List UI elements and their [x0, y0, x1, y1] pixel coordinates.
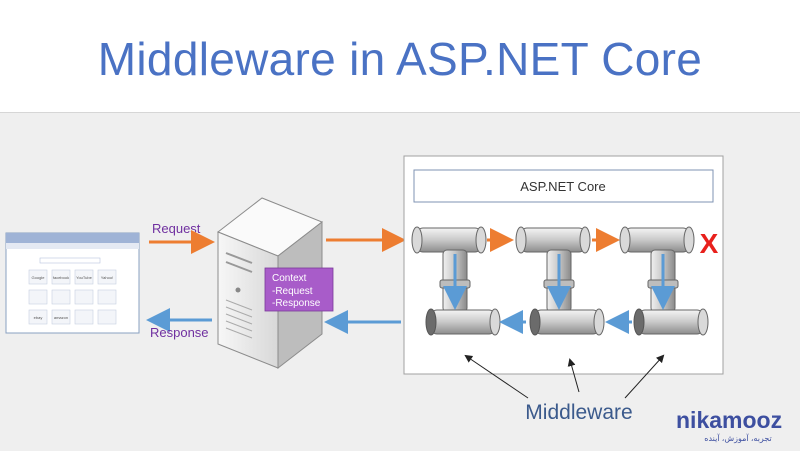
browser-tile	[74, 269, 94, 285]
browser-tiles: Google facebook YouTube Yahoo! ebay amazon	[28, 269, 117, 325]
brand-tagline: تجربه، آموزش، آینده	[704, 433, 771, 443]
request-label: Request	[152, 221, 201, 236]
middleware-pipe-2	[515, 226, 605, 336]
browser-tile	[28, 269, 48, 285]
browser-tile-label: facebook	[53, 275, 69, 280]
browser-tile	[97, 269, 117, 285]
slide-title: Middleware in ASP.NET Core	[97, 33, 703, 85]
aspnet-label: ASP.NET Core	[520, 179, 606, 194]
context-response: -Response	[272, 298, 321, 309]
context-request: -Request	[272, 286, 313, 297]
middleware-pipe-1	[411, 226, 501, 336]
context-box: Context -Request -Response	[264, 267, 334, 312]
browser-tile	[51, 289, 71, 305]
stop-mark-icon: X	[700, 228, 719, 259]
browser-tile-label: amazon	[54, 315, 68, 320]
browser-tile	[28, 309, 48, 325]
aspnet-header-box	[413, 169, 714, 203]
browser-tile-label: YouTube	[76, 275, 92, 280]
pointer-arrow-3	[624, 354, 665, 399]
browser-tile	[97, 289, 117, 305]
browser-tile-label: Yahoo!	[101, 275, 113, 280]
context-title: Context	[272, 273, 307, 284]
browser-tile	[74, 289, 94, 305]
browser-tile	[97, 309, 117, 325]
middleware-pipe-3	[619, 226, 709, 336]
middleware-label: Middleware	[525, 401, 632, 424]
nikamooz-logo: nikamooz تجربه، آموزش، آینده	[676, 407, 782, 443]
browser-tile-label: Google	[32, 275, 46, 280]
browser-tile	[74, 309, 94, 325]
pointer-arrow-1	[464, 354, 529, 399]
brand-name: nikamooz	[676, 407, 782, 433]
browser-tile	[28, 289, 48, 305]
browser-window: Google facebook YouTube Yahoo! ebay amazon	[5, 232, 140, 334]
middleware-pipes	[411, 226, 709, 336]
browser-tile	[51, 309, 71, 325]
pointer-arrow-2	[567, 358, 580, 393]
browser-tile-label: ebay	[34, 315, 43, 320]
browser-tile	[51, 269, 71, 285]
response-label: Response	[150, 325, 209, 340]
